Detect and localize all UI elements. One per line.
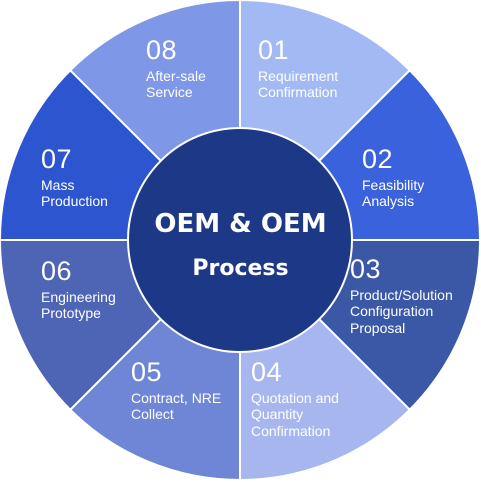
center-hub (127, 127, 353, 353)
step-02: 02 Feasibility Analysis (362, 144, 425, 210)
step-06: 06 Engineering Prototype (41, 256, 116, 322)
step-04-label: Quotation and Quantity Confirmation (251, 389, 339, 440)
step-04: 04 Quotation and Quantity Confirmation (251, 357, 339, 440)
step-06-number: 06 (41, 256, 73, 286)
step-03: 03 Product/Solution Configuration Propos… (350, 254, 453, 337)
step-01: 01 Requirement Confirmation (258, 35, 339, 101)
step-07-number: 07 (41, 144, 73, 174)
step-05-label: Contract, NRE Collect (131, 389, 222, 423)
step-01-label: Requirement Confirmation (258, 67, 339, 101)
step-08-number: 08 (146, 35, 178, 65)
step-08: 08 After-sale Service (146, 35, 206, 101)
step-01-number: 01 (258, 35, 290, 65)
step-03-number: 03 (350, 254, 382, 284)
step-05-number: 05 (131, 357, 163, 387)
step-07-label: Mass Production (41, 176, 108, 210)
step-06-label: Engineering Prototype (41, 288, 116, 322)
step-08-label: After-sale Service (146, 67, 206, 101)
step-05: 05 Contract, NRE Collect (131, 357, 222, 423)
center-title: OEM & OEM (154, 209, 327, 239)
step-04-number: 04 (251, 357, 283, 387)
step-07: 07 Mass Production (41, 144, 108, 210)
center-subtitle: Process (192, 256, 289, 281)
step-02-label: Feasibility Analysis (362, 176, 425, 210)
step-03-label: Product/Solution Configuration Proposal (350, 286, 453, 337)
step-02-number: 02 (362, 144, 394, 174)
